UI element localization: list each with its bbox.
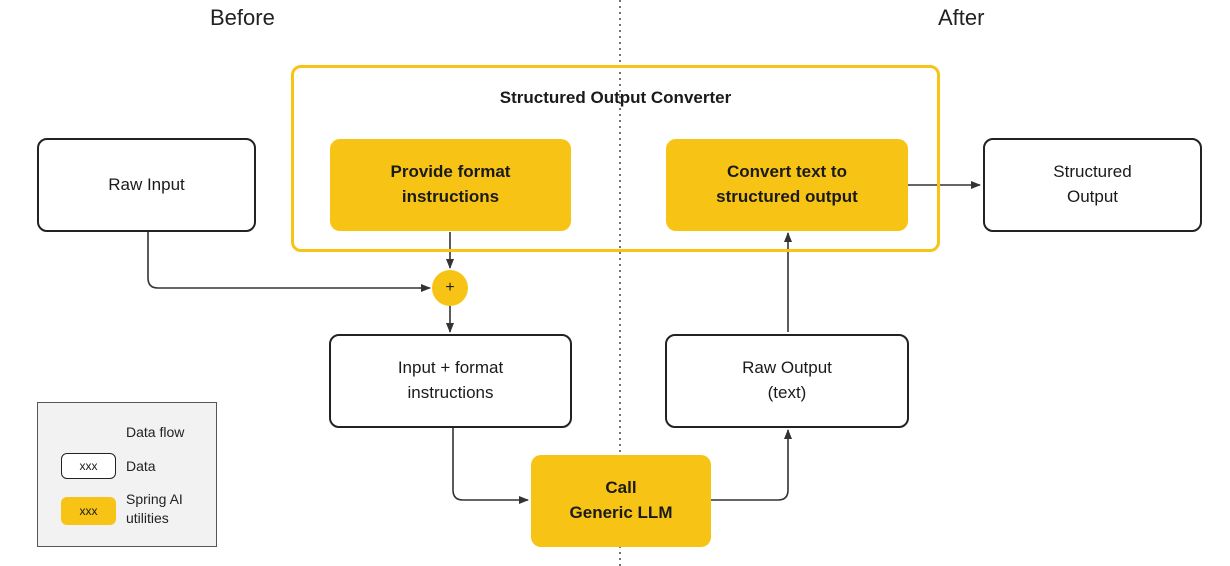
- provide-format-label: Provide format instructions: [390, 162, 511, 206]
- raw-output-label: Raw Output (text): [742, 358, 832, 402]
- structured-output-converter-frame: [291, 65, 940, 252]
- provide-format-node: Provide format instructions: [330, 139, 571, 231]
- legend-data-flow-label: Data flow: [126, 424, 185, 440]
- legend-util-sample-text: xxx: [79, 504, 98, 518]
- legend-data-label: Data: [126, 458, 156, 474]
- legend-util-sample: xxx: [61, 497, 116, 525]
- convert-text-label: Convert text to structured output: [716, 162, 858, 206]
- merge-plus-node: +: [432, 270, 468, 306]
- raw-input-node: Raw Input: [37, 138, 256, 232]
- after-title: After: [938, 5, 985, 30]
- converter-title: Structured Output Converter: [499, 88, 732, 107]
- structured-output-node: Structured Output: [983, 138, 1202, 232]
- legend-data-sample-text: xxx: [79, 459, 98, 473]
- arrow-raw-input-to-plus: [147, 232, 431, 292]
- structured-output-label: Structured Output: [1053, 162, 1132, 206]
- call-llm-label: Call Generic LLM: [569, 478, 673, 522]
- call-llm-node: Call Generic LLM: [531, 455, 711, 547]
- arrow-llm-to-raw-output: [711, 429, 792, 501]
- input-format-node: Input + format instructions: [329, 334, 572, 428]
- legend-data-sample: xxx: [61, 453, 116, 479]
- convert-text-node: Convert text to structured output: [666, 139, 908, 231]
- input-format-label: Input + format instructions: [397, 358, 504, 402]
- before-title: Before: [210, 5, 275, 30]
- plus-label: +: [445, 279, 455, 296]
- legend-spring-ai-label: Spring AI utilities: [126, 491, 183, 526]
- raw-input-label: Raw Input: [108, 174, 185, 194]
- raw-output-node: Raw Output (text): [665, 334, 909, 428]
- arrow-input-format-to-llm: [452, 428, 529, 504]
